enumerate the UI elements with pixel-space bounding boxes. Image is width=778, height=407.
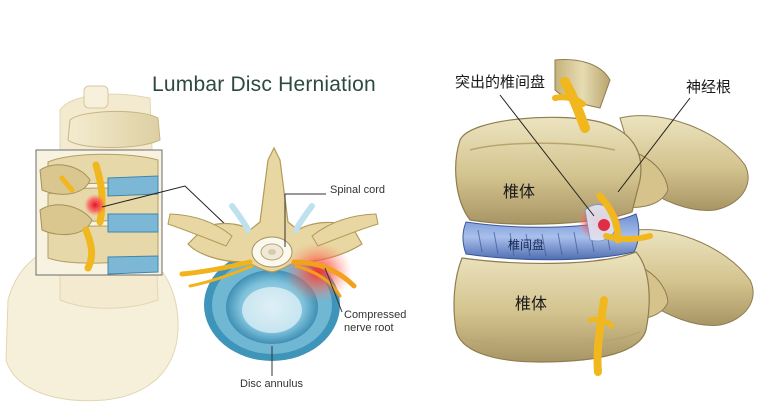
- left-spine-illustration: [5, 85, 229, 402]
- right-vertebrae-illustration: [453, 59, 754, 376]
- label-nerve-root-cn: 神经根: [686, 78, 732, 96]
- label-disc-cn: 椎间盘: [508, 238, 545, 252]
- label-nerve-root: nerve root: [344, 322, 394, 334]
- label-disc-annulus: Disc annulus: [240, 378, 303, 390]
- cross-section-illustration: [167, 146, 379, 376]
- label-compressed: Compressed: [344, 309, 407, 321]
- label-vertebra-top-cn: 椎体: [503, 182, 536, 201]
- diagram-title: Lumbar Disc Herniation: [152, 73, 376, 96]
- label-vertebra-bottom-cn: 椎体: [515, 294, 548, 313]
- label-herniated-disc-cn: 突出的椎间盘: [455, 73, 546, 91]
- label-spinal-cord: Spinal cord: [330, 184, 386, 196]
